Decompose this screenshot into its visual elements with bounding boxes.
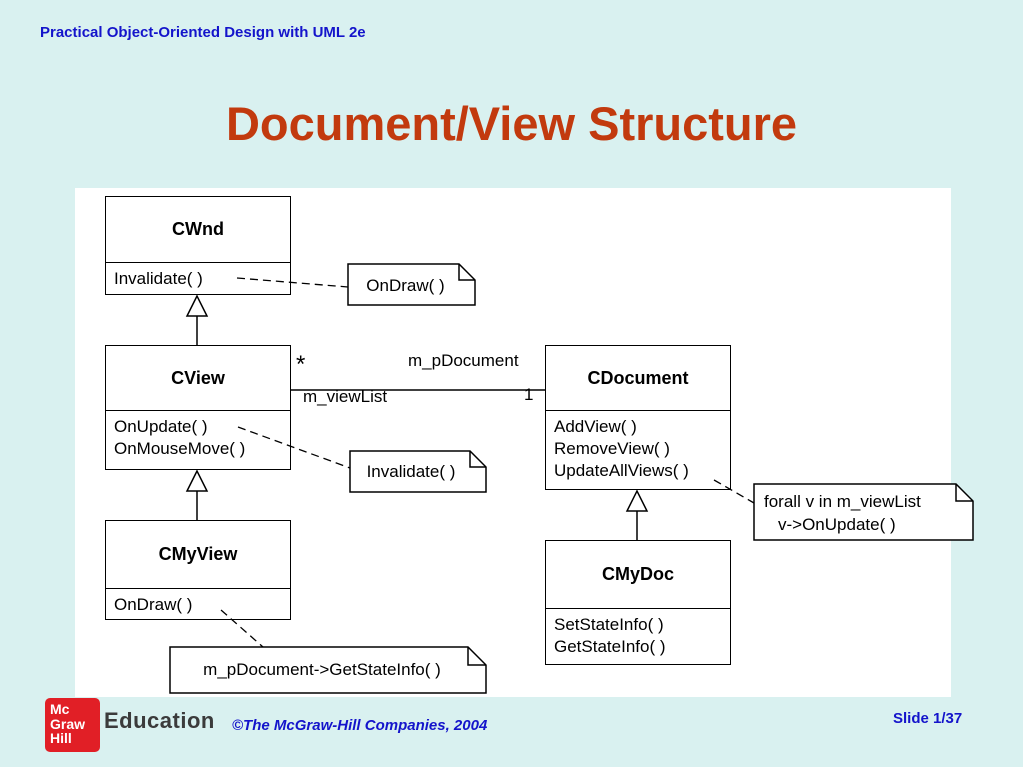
member-cdocument-updateallviews: UpdateAllViews( ) bbox=[554, 461, 689, 480]
class-name-cmyview: CMyView bbox=[106, 521, 290, 589]
note-text-getstateinfo: m_pDocument->GetStateInfo( ) bbox=[203, 660, 441, 679]
class-box-cwnd: CWnd Invalidate( ) bbox=[105, 196, 291, 295]
note-fold-forall bbox=[955, 484, 973, 502]
class-members-cdocument: AddView( ) RemoveView( ) UpdateAllViews(… bbox=[546, 411, 730, 482]
logo-line-mc: Mc bbox=[50, 701, 70, 717]
class-name-cmydoc: CMyDoc bbox=[546, 541, 730, 609]
member-cdocument-addview: AddView( ) bbox=[554, 417, 637, 436]
class-members-cview: OnUpdate( ) OnMouseMove( ) bbox=[106, 411, 290, 460]
note-text-forall-line2: v->OnUpdate( ) bbox=[778, 515, 896, 534]
member-cmydoc-setstateinfo: SetStateInfo( ) bbox=[554, 615, 664, 634]
slide-number: Slide 1/37 bbox=[893, 710, 963, 727]
class-name-cview: CView bbox=[106, 346, 290, 411]
copyright-text: ©The McGraw-Hill Companies, 2004 bbox=[232, 717, 488, 734]
class-box-cview: CView OnUpdate( ) OnMouseMove( ) bbox=[105, 345, 291, 470]
note-text-forall-line1: forall v in m_viewList bbox=[764, 492, 921, 511]
association-multiplicity-document: 1 bbox=[524, 385, 534, 404]
association-role-viewlist: m_viewList bbox=[303, 387, 388, 406]
association-role-pdocument: m_pDocument bbox=[408, 351, 519, 370]
note-text-invalidate: Invalidate( ) bbox=[366, 462, 456, 481]
mcgraw-hill-logo: Mc Graw Hill bbox=[45, 698, 100, 752]
member-cmyview-ondraw: OnDraw( ) bbox=[114, 595, 193, 614]
slide-header: Practical Object-Oriented Design with UM… bbox=[40, 24, 366, 41]
class-box-cdocument: CDocument AddView( ) RemoveView( ) Updat… bbox=[545, 345, 731, 490]
member-cwnd-invalidate: Invalidate( ) bbox=[114, 269, 203, 288]
member-cmydoc-getstateinfo: GetStateInfo( ) bbox=[554, 637, 666, 656]
note-text-ondraw: OnDraw( ) bbox=[366, 276, 445, 295]
member-cview-onupdate: OnUpdate( ) bbox=[114, 417, 208, 436]
class-name-cdocument: CDocument bbox=[546, 346, 730, 411]
class-members-cmyview: OnDraw( ) bbox=[106, 589, 290, 616]
member-cview-onmousemove: OnMouseMove( ) bbox=[114, 439, 246, 458]
logo-line-graw: Graw bbox=[50, 715, 86, 732]
class-box-cmydoc: CMyDoc SetStateInfo( ) GetStateInfo( ) bbox=[545, 540, 731, 665]
class-members-cmydoc: SetStateInfo( ) GetStateInfo( ) bbox=[546, 609, 730, 658]
member-cdocument-removeview: RemoveView( ) bbox=[554, 439, 670, 458]
class-box-cmyview: CMyView OnDraw( ) bbox=[105, 520, 291, 620]
education-brand: Education bbox=[104, 708, 215, 733]
page-title: Document/View Structure bbox=[225, 97, 798, 150]
association-multiplicity-view: * bbox=[296, 351, 306, 378]
note-text-forall: forall v in m_viewList v->OnUpdate( ) bbox=[764, 490, 921, 536]
class-members-cwnd: Invalidate( ) bbox=[106, 263, 290, 290]
logo-line-hill: Hill bbox=[50, 730, 72, 746]
class-name-cwnd: CWnd bbox=[106, 197, 290, 263]
